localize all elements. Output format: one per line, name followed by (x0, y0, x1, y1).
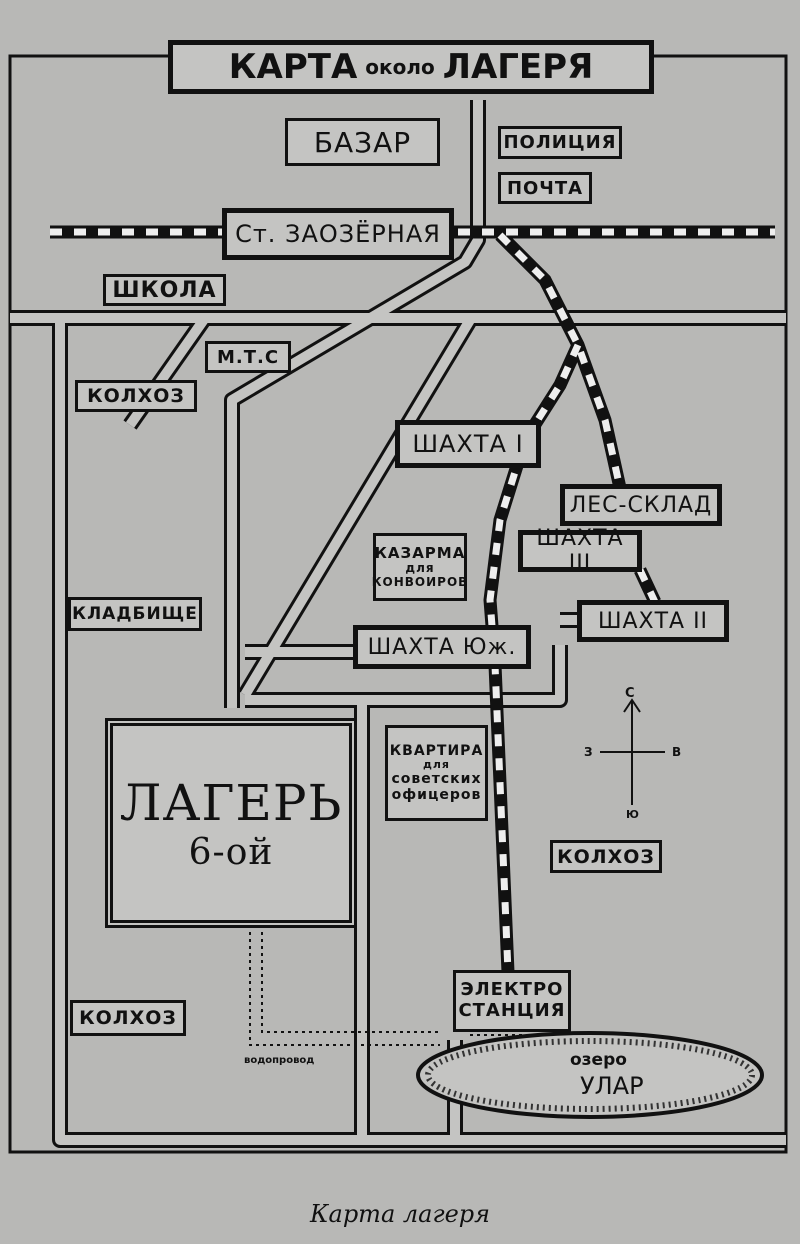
police-label: ПОЛИЦИЯ (498, 126, 622, 159)
label-line: советских (391, 771, 482, 788)
label-line: КВАРТИРА (389, 742, 484, 759)
figure-caption: Карта лагеря (309, 1200, 491, 1228)
water-pipe-label: водопровод (244, 1055, 315, 1066)
label-line: ЭЛЕКТРО (460, 979, 564, 1001)
label-line: КАЗАРМА (374, 543, 466, 562)
timber-store-label: ЛЕС-СКЛАД (560, 484, 722, 526)
post-office-label: ПОЧТА (498, 172, 592, 204)
camp-label: ЛАГЕРЬ 6-ой (105, 718, 357, 928)
compass-rose (600, 698, 665, 805)
barracks-label: КАЗАРМА для КОНВОИРОВ (371, 533, 469, 601)
mine-1-label: ШАХТА I (395, 420, 541, 468)
station-label: Ст. ЗАОЗЁРНАЯ (222, 208, 454, 260)
label-line: офицеров (391, 787, 482, 804)
kolkhoz-label: КОЛХОЗ (70, 1000, 186, 1036)
lake-label-2: УЛАР (580, 1072, 644, 1100)
kolkhoz-label: КОЛХОЗ (550, 840, 662, 873)
label-line: КОНВОИРОВ (371, 574, 469, 589)
lake-label-1: озеро (570, 1050, 627, 1070)
bazaar-label: БАЗАР (285, 118, 440, 166)
label-line: СТАНЦИЯ (458, 1000, 566, 1021)
label-line: для (422, 757, 450, 771)
mine-south-label: ШАХТА Юж. (353, 625, 531, 669)
water-pipe (249, 925, 570, 1051)
compass-east: В (672, 745, 682, 759)
apartments-label: КВАРТИРА для советских офицеров (385, 725, 488, 821)
kolkhoz-label: КОЛХОЗ (75, 380, 197, 412)
label-line: для (405, 560, 435, 575)
power-station-label: ЭЛЕКТРО СТАНЦИЯ (453, 970, 571, 1032)
compass-west: З (584, 745, 593, 759)
mine-2-label: ШАХТА II (577, 600, 729, 642)
map-title: КАРТА около ЛАГЕРЯ (168, 40, 654, 94)
mts-label: М.Т.С (205, 341, 291, 373)
lake (416, 1031, 764, 1119)
compass-south: Ю (626, 808, 639, 821)
title-part: КАРТА (228, 47, 358, 87)
school-label: ШКОЛА (103, 274, 226, 306)
title-part: около (365, 55, 435, 79)
label-line: 6-ой (188, 831, 274, 873)
cemetery-label: КЛАДБИЩЕ (68, 597, 202, 631)
compass-north: С (625, 686, 635, 701)
label-line: ЛАГЕРЬ (119, 773, 343, 832)
title-part: ЛАГЕРЯ (442, 47, 594, 87)
mine-3-label: ШАХТА III (518, 526, 642, 576)
